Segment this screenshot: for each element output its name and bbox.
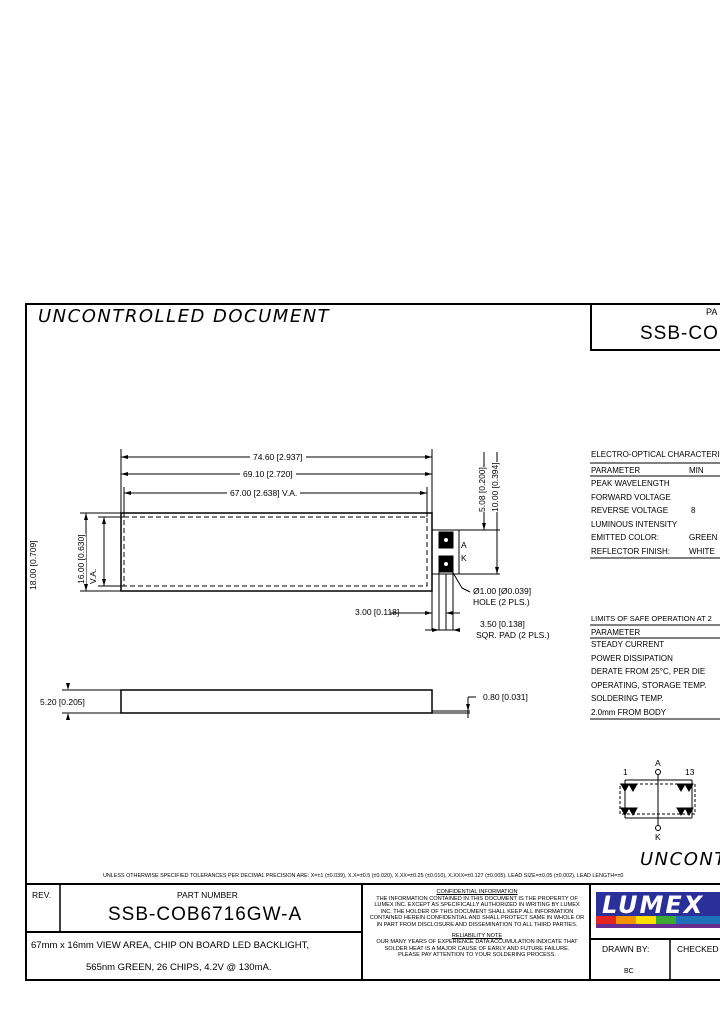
dim-board-height: 18.00 [0.709] [28, 540, 38, 590]
safe-op-header: PARAMETER [591, 626, 720, 640]
dim-pin-thickness: 0.80 [0.031] [483, 692, 528, 702]
safe-op-row: OPERATING, STORAGE TEMP. [591, 679, 720, 693]
eo-param: REFLECTOR FINISH: [591, 547, 670, 556]
checked-label: CHECKED [677, 944, 719, 954]
part-number-label: PART NUMBER [177, 890, 238, 900]
eo-header-parameter: PARAMETER [591, 466, 641, 475]
safe-op-row: SOLDERING TEMP. [591, 692, 720, 706]
part-number-box-top [590, 303, 720, 351]
description-line-1: 67mm x 16mm VIEW AREA, CHIP ON BOARD LED… [31, 940, 310, 951]
lumex-logo: LUMEX [602, 891, 705, 919]
pin-k-label: K [461, 553, 467, 563]
dim-view-area-height: 16.00 [0.630] [76, 534, 86, 584]
eo-min: WHITE [689, 547, 715, 556]
electro-optical-header: PARAMETER MIN [591, 464, 720, 478]
board-outline [120, 512, 433, 592]
schematic-pin-1-label: 1 [623, 767, 628, 777]
pad-note: SQR. PAD (2 PLS.) [476, 630, 550, 640]
safe-op-param: SOLDERING TEMP. [591, 694, 664, 703]
confidential-block: CONFIDENTIAL INFORMATION THE INFORMATION… [364, 889, 590, 959]
confidential-line: INC. THE HOLDER OF THIS DOCUMENT SHALL K… [380, 908, 574, 915]
safe-op-param: DERATE FROM 25°C, PER DIE [591, 667, 706, 676]
reliability-line: PLEASE PAY ATTENTION TO YOUR SOLDERING P… [398, 952, 556, 959]
drawing-sheet [25, 303, 720, 981]
reliability-title: RELIABILITY NOTE [451, 932, 503, 939]
led-schematic [619, 769, 696, 831]
part-number-top: SSB-CO [640, 323, 719, 344]
uncontrolled-stamp-bottom: UNCONT [640, 849, 720, 870]
hole-dimension: Ø1.00 [Ø0.039] [473, 586, 532, 596]
safe-op-param: POWER DISSIPATION [591, 654, 673, 663]
eo-row: PEAK WAVELENGTH [591, 477, 720, 491]
eo-row: REFLECTOR FINISH: WHITE [591, 545, 720, 559]
confidential-line: THE INFORMATION CONTAINED IN THIS DOCUME… [376, 895, 578, 902]
confidential-title: CONFIDENTIAL INFORMATION [436, 889, 518, 895]
safe-op-header-parameter: PARAMETER [591, 628, 641, 637]
safe-op-row: STEADY CURRENT [591, 638, 720, 652]
dim-va-label: V.A. [88, 568, 98, 584]
part-label-top: PA [706, 307, 718, 317]
eo-row: FORWARD VOLTAGE [591, 491, 720, 505]
safe-op-param: OPERATING, STORAGE TEMP. [591, 681, 707, 690]
reliability-line: OUR MANY YEARS OF EXPERIENCE DATA ACCUMU… [376, 939, 578, 946]
dim-tab-offset: 5.08 [0.200] [477, 467, 487, 512]
drawn-by-label: DRAWN BY: [602, 944, 650, 954]
hole-note: HOLE (2 PLS.) [473, 597, 530, 607]
dim-overall-length: 74.60 [2.937] [250, 452, 306, 462]
drawn-by-value: BC [624, 968, 634, 975]
view-area-outline [123, 516, 428, 587]
dim-tab-height: 10.00 [0.394] [490, 462, 500, 512]
schematic-pin-13-label: 13 [685, 767, 695, 777]
rev-label: REV. [32, 890, 52, 900]
safe-op-param: 2.0mm FROM BODY [591, 708, 667, 717]
dim-view-area-length: 67.00 [2.638] V.A. [227, 488, 301, 498]
eo-param: FORWARD VOLTAGE [591, 493, 671, 502]
eo-row: REVERSE VOLTAGE 8 [591, 504, 720, 518]
side-view-board [120, 689, 433, 714]
part-number: SSB-COB6716GW-A [108, 904, 303, 925]
reliability-line: SOLDER HEAT IS A MAJOR CAUSE OF EARLY AN… [384, 945, 570, 952]
electro-optical-title: ELECTRO-OPTICAL CHARACTERIST [591, 450, 720, 459]
eo-row: EMITTED COLOR: GREEN [591, 531, 720, 545]
schematic-anode-label: A [655, 758, 661, 768]
eo-param: PEAK WAVELENGTH [591, 479, 670, 488]
eo-min: 8 [691, 506, 696, 515]
safe-operation-title: LIMITS OF SAFE OPERATION AT 2 [591, 614, 712, 623]
schematic-cathode-label: K [655, 832, 661, 842]
eo-param: LUMINOUS INTENSITY [591, 520, 678, 529]
safe-op-row: POWER DISSIPATION [591, 652, 720, 666]
pin-a-label: A [461, 540, 467, 550]
uncontrolled-stamp: UNCONTROLLED DOCUMENT [38, 306, 331, 327]
eo-header-min: MIN [689, 466, 704, 475]
confidential-line: CONTAINED HEREIN CONFIDENTIAL AND SHALL … [369, 915, 585, 922]
dim-edge-to-pad: 3.00 [0.118] [355, 607, 400, 617]
dim-thickness: 5.20 [0.205] [40, 697, 85, 707]
eo-row: LUMINOUS INTENSITY [591, 518, 720, 532]
safe-op-row: DERATE FROM 25°C, PER DIE [591, 665, 720, 679]
dim-pad-size: 3.50 [0.138] [480, 619, 525, 629]
safe-op-row: 2.0mm FROM BODY [591, 706, 720, 720]
confidential-line: LUMEX INC. EXCEPT AS SPECIFICALLY AUTHOR… [374, 902, 580, 909]
tolerance-note: UNLESS OTHERWISE SPECIFIED TOLERANCES PE… [103, 873, 624, 879]
confidential-line: IN PART FROM DISCLOSURE AND DISSEMINATIO… [376, 921, 578, 928]
eo-param: REVERSE VOLTAGE [591, 506, 669, 515]
safe-op-param: STEADY CURRENT [591, 640, 665, 649]
description-line-2: 565nm GREEN, 26 CHIPS, 4.2V @ 130mA. [86, 962, 272, 973]
lumex-logo-graphic [592, 888, 720, 937]
eo-min: GREEN [689, 533, 718, 542]
dim-board-length: 69.10 [2.720] [240, 469, 296, 479]
eo-param: EMITTED COLOR: [591, 533, 660, 542]
